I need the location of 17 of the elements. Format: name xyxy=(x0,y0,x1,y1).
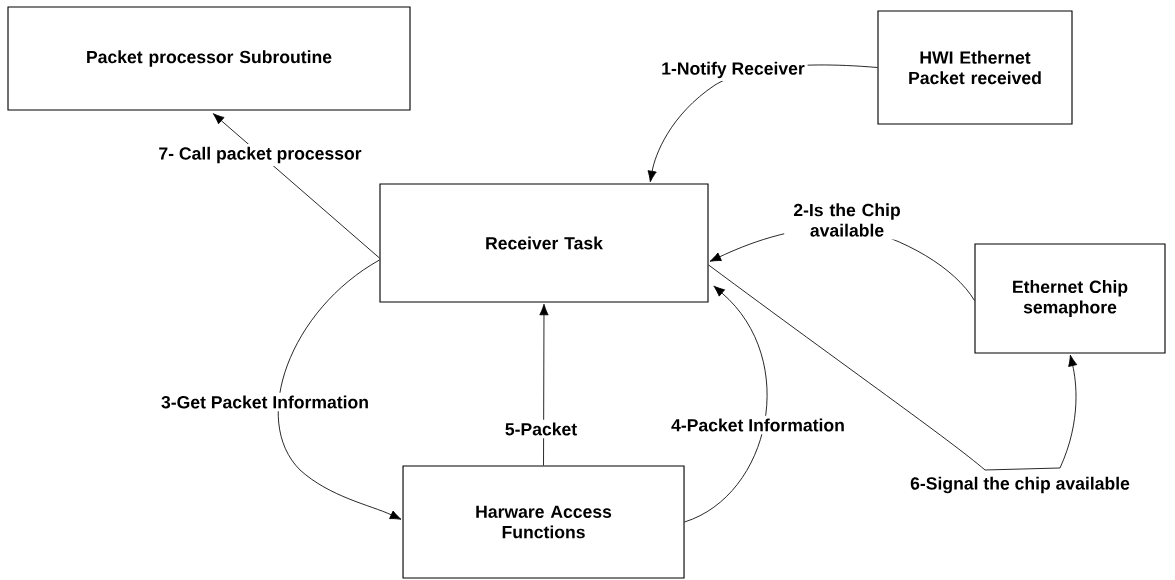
edge-label: 2-Is the Chip available xyxy=(784,200,910,240)
process-box: Receiver Task xyxy=(379,183,709,303)
arrow xyxy=(684,285,768,523)
process-box: HWI Ethernet Packet received xyxy=(877,10,1073,125)
arrow xyxy=(708,264,1078,471)
arrow xyxy=(278,259,402,520)
edge-label: 5-Packet xyxy=(502,419,580,439)
edge-label: 4-Packet Information xyxy=(668,415,848,435)
process-box: Packet processor Subroutine xyxy=(7,6,411,111)
edge-label: 7- Call packet processor xyxy=(155,144,365,166)
edge-label: 1-Notify Receiver xyxy=(658,59,808,81)
process-box: Harware Access Functions xyxy=(402,465,685,579)
edge-label: 6-Signal the chip available xyxy=(907,473,1133,497)
edge-label: 3-Get Packet Information xyxy=(158,392,372,412)
arrow xyxy=(212,113,380,259)
arrow xyxy=(539,303,549,466)
process-box: Ethernet Chip semaphore xyxy=(974,243,1166,354)
